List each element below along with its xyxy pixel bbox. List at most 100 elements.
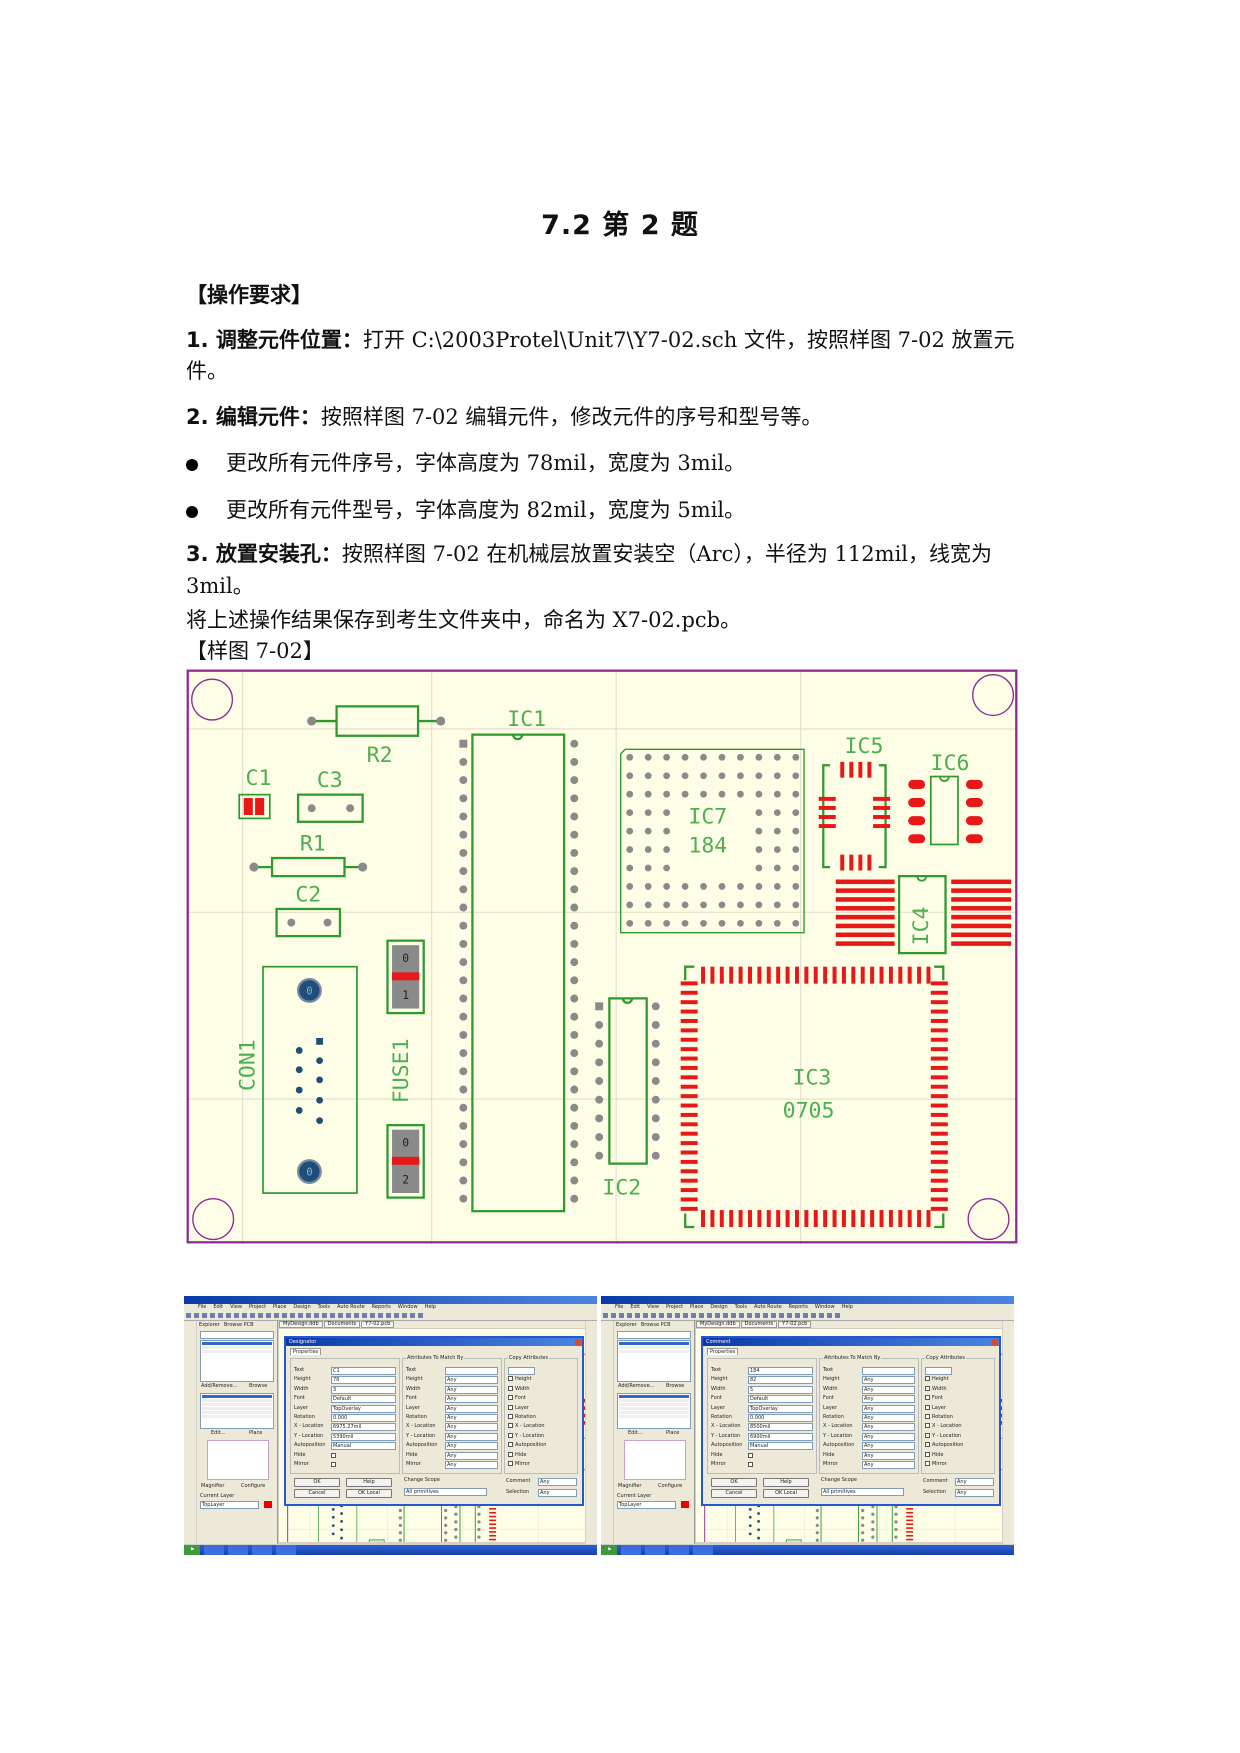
configure-button[interactable]: Configure bbox=[241, 1483, 266, 1489]
toolbar-button-icon[interactable] bbox=[707, 1313, 712, 1318]
checkbox[interactable] bbox=[508, 1385, 513, 1391]
match-select[interactable]: Any bbox=[862, 1395, 915, 1404]
match-select[interactable]: Any bbox=[445, 1395, 498, 1404]
match-select[interactable]: Any bbox=[862, 1404, 915, 1413]
toolbar-button-icon[interactable] bbox=[218, 1313, 223, 1318]
component-list[interactable] bbox=[200, 1393, 274, 1429]
comment-select[interactable]: Any bbox=[538, 1478, 577, 1486]
document-tab[interactable]: Documents bbox=[323, 1321, 361, 1328]
toolbar-button-icon[interactable] bbox=[723, 1313, 728, 1318]
comment-select[interactable]: Any bbox=[955, 1478, 994, 1486]
checkbox[interactable] bbox=[925, 1451, 930, 1457]
checkbox[interactable] bbox=[748, 1462, 753, 1467]
menu-item[interactable]: Auto Route bbox=[753, 1304, 782, 1310]
magnifier-button[interactable]: Magnifier bbox=[201, 1483, 225, 1489]
toolbar-button-icon[interactable] bbox=[386, 1313, 391, 1318]
checkbox[interactable] bbox=[925, 1461, 930, 1466]
menu-item[interactable]: Auto Route bbox=[336, 1304, 365, 1310]
ok-local-button[interactable]: OK Local bbox=[346, 1489, 392, 1498]
current-layer-select[interactable]: TopLayer bbox=[617, 1501, 676, 1509]
panel-tab[interactable]: Browse PCB bbox=[640, 1322, 671, 1328]
browse-select[interactable] bbox=[617, 1331, 691, 1339]
toolbar-button-icon[interactable] bbox=[274, 1313, 279, 1318]
place-button[interactable]: Place bbox=[666, 1430, 680, 1436]
field-input[interactable]: 5 bbox=[748, 1385, 813, 1394]
menu-item[interactable]: Edit bbox=[630, 1304, 641, 1310]
menu-item[interactable]: Tools bbox=[734, 1304, 747, 1310]
field-input[interactable]: 6900mil bbox=[748, 1432, 813, 1441]
panel-tab[interactable]: Explorer bbox=[199, 1322, 220, 1328]
match-select[interactable]: Any bbox=[445, 1414, 498, 1422]
field-input[interactable]: TopOverlay bbox=[331, 1404, 396, 1413]
selection-select[interactable]: Any bbox=[955, 1489, 994, 1497]
toolbar-button-icon[interactable] bbox=[418, 1313, 423, 1318]
document-tab[interactable]: MyDesign.ddb bbox=[696, 1321, 740, 1328]
browse-button[interactable]: Browse bbox=[666, 1383, 685, 1389]
ok-button[interactable]: OK bbox=[711, 1478, 757, 1487]
toolbar-button-icon[interactable] bbox=[338, 1313, 343, 1318]
checkbox[interactable] bbox=[508, 1442, 513, 1448]
match-select[interactable]: Any bbox=[445, 1461, 498, 1469]
checkbox[interactable] bbox=[925, 1414, 930, 1419]
match-select[interactable]: Any bbox=[445, 1442, 498, 1451]
toolbar-button-icon[interactable] bbox=[827, 1313, 832, 1318]
document-tab[interactable]: Y7-02.pcb bbox=[361, 1321, 395, 1328]
toolbar-button-icon[interactable] bbox=[346, 1313, 351, 1318]
toolbar-button-icon[interactable] bbox=[242, 1313, 247, 1318]
match-select[interactable]: Any bbox=[862, 1432, 915, 1441]
taskbar-button[interactable] bbox=[228, 1545, 249, 1555]
close-icon[interactable] bbox=[992, 1339, 998, 1345]
toolbar-button-icon[interactable] bbox=[402, 1313, 407, 1318]
toolbar-button-icon[interactable] bbox=[226, 1313, 231, 1318]
field-input[interactable]: TopOverlay bbox=[748, 1404, 813, 1413]
field-input[interactable]: Manual bbox=[748, 1442, 813, 1451]
checkbox[interactable] bbox=[508, 1414, 513, 1419]
toolbar-button-icon[interactable] bbox=[250, 1313, 255, 1318]
field-input[interactable]: 0.000 bbox=[331, 1414, 396, 1422]
checkbox[interactable] bbox=[508, 1461, 513, 1466]
menu-item[interactable]: Design bbox=[293, 1304, 311, 1310]
toolbar-button-icon[interactable] bbox=[186, 1313, 191, 1318]
field-input[interactable]: 82 bbox=[748, 1376, 813, 1385]
copy-attributes-input[interactable] bbox=[508, 1367, 535, 1375]
change-scope-select[interactable]: All primitives bbox=[404, 1488, 487, 1496]
cancel-button[interactable]: Cancel bbox=[294, 1489, 340, 1498]
checkbox[interactable] bbox=[925, 1404, 930, 1410]
menu-item[interactable]: Tools bbox=[317, 1304, 330, 1310]
field-input[interactable]: 6975.27mil bbox=[331, 1423, 396, 1432]
toolbar-button-icon[interactable] bbox=[779, 1313, 784, 1318]
checkbox[interactable] bbox=[331, 1462, 336, 1467]
checkbox[interactable] bbox=[508, 1404, 513, 1410]
match-select[interactable] bbox=[862, 1367, 915, 1375]
add-remove-button[interactable]: Add/Remove... bbox=[618, 1383, 655, 1389]
document-tab[interactable]: Y7-02.pcb bbox=[778, 1321, 812, 1328]
toolbar-button-icon[interactable] bbox=[354, 1313, 359, 1318]
panel-tab[interactable]: Browse PCB bbox=[223, 1322, 254, 1328]
help-button[interactable]: Help bbox=[763, 1478, 809, 1487]
library-list[interactable] bbox=[617, 1340, 691, 1382]
edit-button[interactable]: Edit... bbox=[211, 1430, 226, 1436]
close-icon[interactable] bbox=[575, 1339, 581, 1345]
checkbox[interactable] bbox=[331, 1452, 336, 1458]
toolbar-button-icon[interactable] bbox=[835, 1313, 840, 1318]
toolbar-button-icon[interactable] bbox=[811, 1313, 816, 1318]
menu-item[interactable]: Edit bbox=[213, 1304, 224, 1310]
toolbar-button-icon[interactable] bbox=[739, 1313, 744, 1318]
menu-item[interactable]: Reports bbox=[788, 1304, 808, 1310]
selection-select[interactable]: Any bbox=[538, 1489, 577, 1497]
toolbar-button-icon[interactable] bbox=[683, 1313, 688, 1318]
toolbar-button-icon[interactable] bbox=[627, 1313, 632, 1318]
toolbar-button-icon[interactable] bbox=[659, 1313, 664, 1318]
change-scope-select[interactable]: All primitives bbox=[821, 1488, 904, 1496]
checkbox[interactable] bbox=[925, 1385, 930, 1391]
panel-tab[interactable]: Explorer bbox=[616, 1322, 637, 1328]
field-input[interactable]: Default bbox=[748, 1395, 813, 1404]
tab-properties[interactable]: Properties bbox=[290, 1348, 322, 1355]
taskbar-button[interactable] bbox=[204, 1545, 225, 1555]
taskbar-button[interactable] bbox=[621, 1545, 642, 1555]
taskbar-button[interactable] bbox=[669, 1545, 690, 1555]
toolbar-button-icon[interactable] bbox=[290, 1313, 295, 1318]
menu-item[interactable]: Help bbox=[424, 1304, 436, 1310]
checkbox[interactable] bbox=[925, 1432, 930, 1438]
toolbar-button-icon[interactable] bbox=[819, 1313, 824, 1318]
